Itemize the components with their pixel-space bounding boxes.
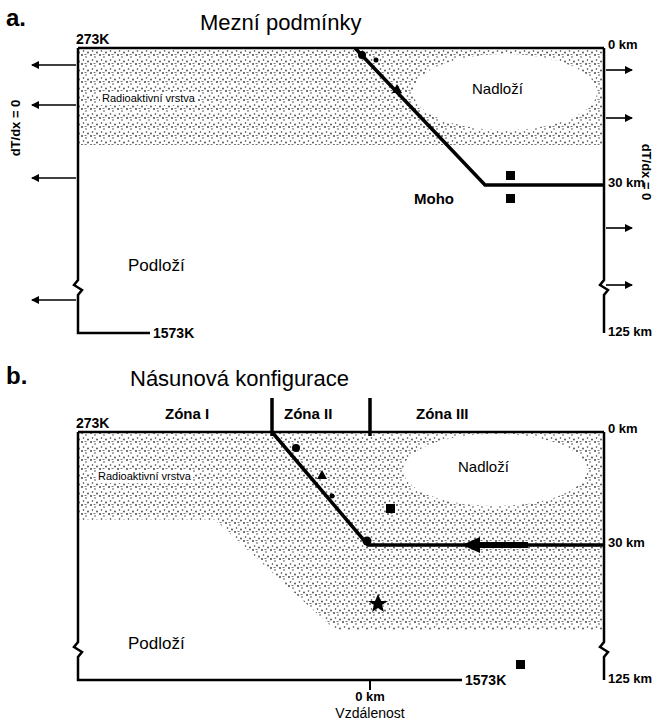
panel-a bbox=[32, 48, 632, 333]
marker-star bbox=[368, 594, 388, 612]
model-border bbox=[600, 432, 608, 680]
thrust-fault-line bbox=[272, 432, 604, 545]
depth-label: 30 km bbox=[608, 536, 645, 551]
thrust-direction-arrow bbox=[462, 537, 528, 553]
moho-fault-line bbox=[355, 48, 604, 185]
radioactive-layer bbox=[78, 432, 604, 630]
marker-square bbox=[386, 504, 395, 513]
panel-letter: a. bbox=[6, 4, 26, 32]
axis-title: Vzdálenost bbox=[335, 705, 404, 721]
model-border bbox=[600, 48, 608, 333]
marker-square bbox=[506, 194, 515, 203]
region-label: Podloží bbox=[128, 256, 185, 276]
depth-label: 125 km bbox=[608, 325, 652, 340]
distance-label: 0 km bbox=[355, 690, 385, 705]
depth-label: 0 km bbox=[608, 422, 638, 437]
depth-label: 0 km bbox=[608, 38, 638, 53]
panel-b bbox=[74, 398, 608, 690]
marker-square bbox=[506, 171, 515, 180]
temperature-label: 273K bbox=[76, 415, 109, 431]
zone-label: Zóna III bbox=[416, 405, 469, 422]
zone-divider bbox=[272, 398, 370, 436]
panel-title: Násunová konfigurace bbox=[130, 366, 349, 391]
region-label: Nadloží bbox=[458, 458, 509, 475]
overburden-area bbox=[413, 54, 597, 130]
model-border bbox=[74, 48, 150, 333]
moho-label: Moho bbox=[412, 190, 456, 207]
model-border bbox=[74, 432, 462, 680]
radioactive-layer bbox=[78, 48, 604, 145]
region-label: Podloží bbox=[128, 634, 185, 654]
marker-square bbox=[516, 660, 525, 669]
layer-label: Radioaktivní vrstva bbox=[96, 470, 193, 483]
region-label: Nadloží bbox=[472, 80, 523, 97]
overburden-area bbox=[403, 434, 587, 506]
panel-letter: b. bbox=[6, 362, 27, 390]
boundary-condition: dT/dx = 0 bbox=[9, 100, 24, 157]
zone-label: Zóna I bbox=[165, 405, 209, 422]
boundary-condition: dT/dx = 0 bbox=[639, 144, 654, 201]
depth-label: 125 km bbox=[608, 672, 652, 687]
zone-label: Zóna II bbox=[284, 405, 332, 422]
temperature-label: 1573K bbox=[465, 672, 506, 688]
temperature-label: 1573K bbox=[153, 325, 194, 341]
heat-flux-arrows bbox=[32, 65, 632, 300]
panel-title: Mezní podmínky bbox=[200, 10, 361, 35]
layer-label: Radioaktivní vrstva bbox=[100, 92, 197, 105]
depth-label: 30 km bbox=[608, 176, 645, 191]
distance-tick bbox=[369, 680, 371, 690]
temperature-label: 273K bbox=[76, 31, 109, 47]
